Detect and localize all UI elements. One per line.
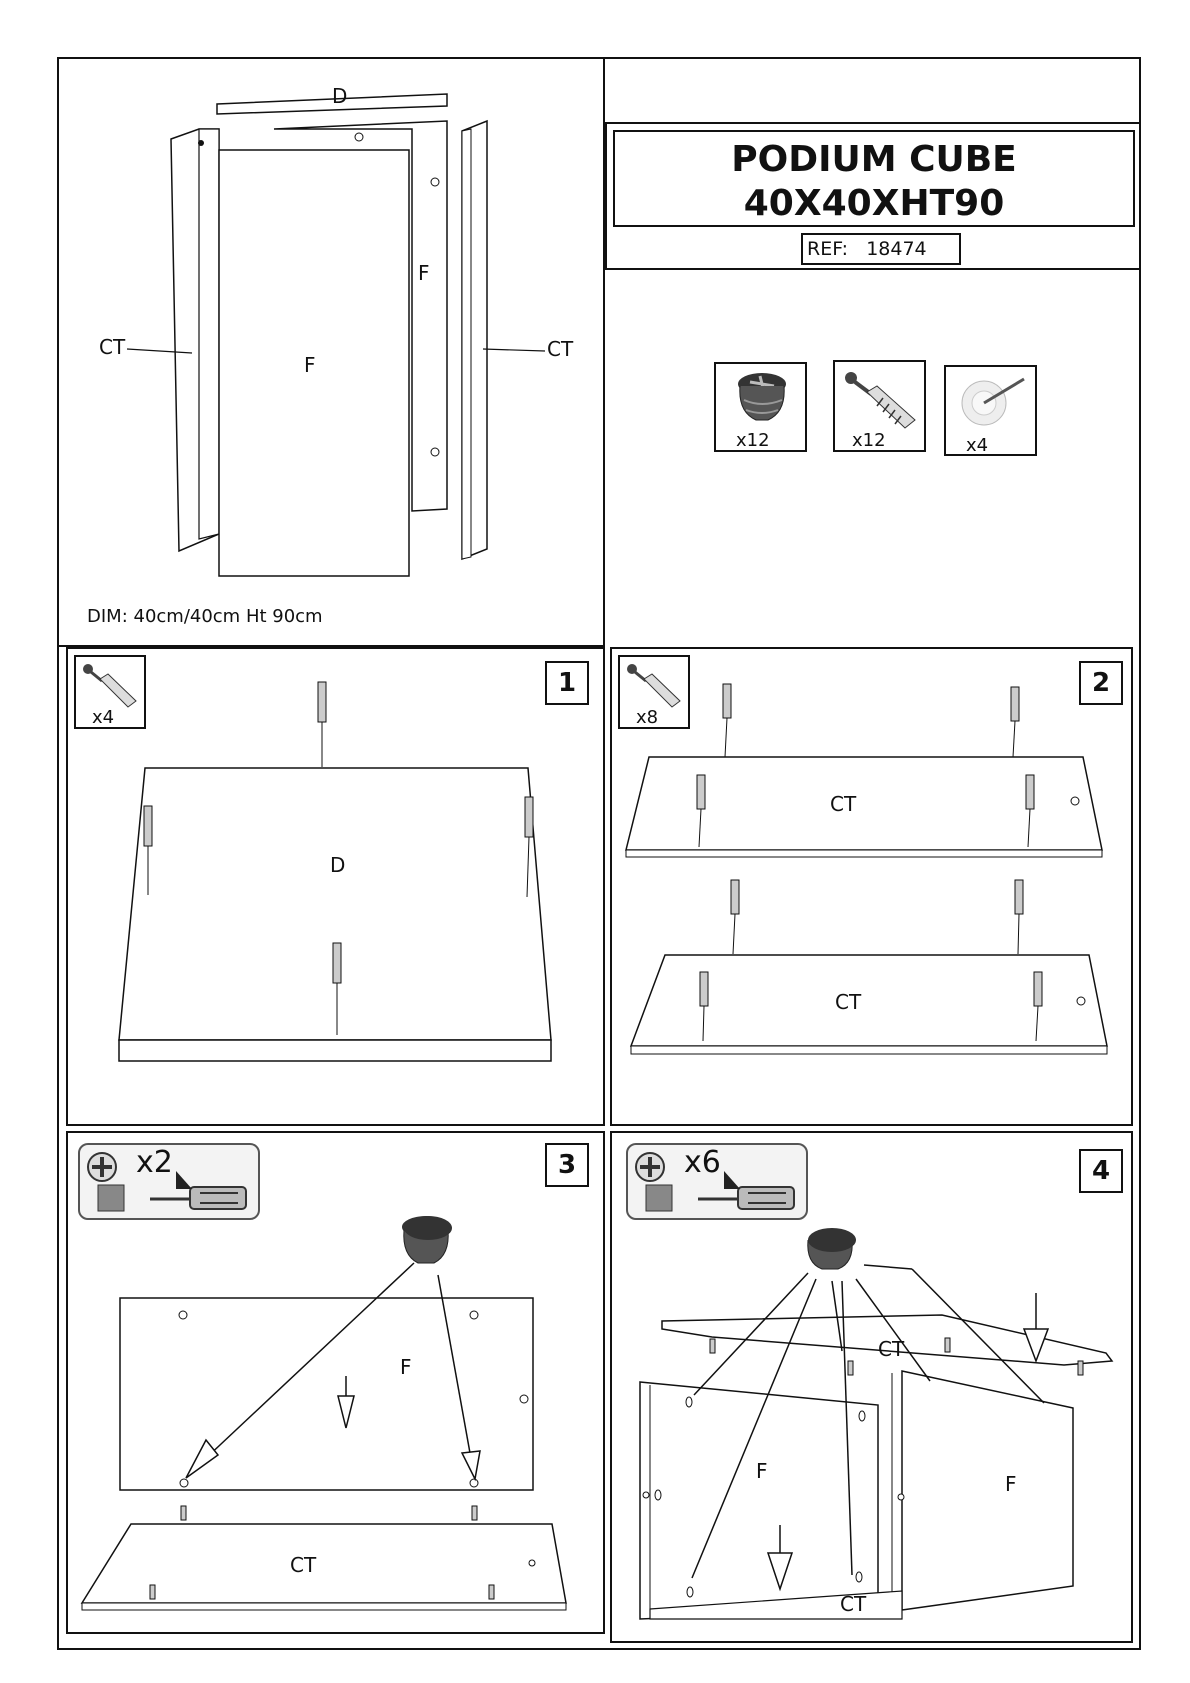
felt-pad-nail-icon: [961, 377, 1025, 426]
panel-label-f: F: [400, 1355, 412, 1379]
label-top-d: D: [332, 84, 348, 108]
title-line-1: PODIUM CUBE: [731, 139, 1017, 180]
step-2-drawing: [625, 683, 1108, 1055]
title-line-2: 40X40XHT90: [743, 183, 1005, 224]
step-3-number: 3: [545, 1143, 589, 1187]
cam-bolt-icon: [627, 664, 681, 708]
step-4-tool-badge: x6: [626, 1143, 808, 1220]
cam-lock-nut-icon: [808, 1228, 856, 1252]
overview-panel: D F F CT CT DIM: 40cm/40cm Ht 90cm: [57, 57, 605, 647]
part-qty: x4: [966, 435, 989, 456]
part-box-cam-bolt: x12: [833, 360, 926, 452]
cam-bolt-icon: [845, 372, 916, 429]
cam-lock-nut-icon: [404, 1216, 452, 1240]
step-1-qty: x4: [92, 707, 115, 728]
step-1-drawing: [118, 681, 552, 1062]
step-4-drawing: [639, 1239, 1114, 1620]
screwdriver-icon: [635, 1152, 795, 1212]
step-3-tool-qty: x2: [136, 1145, 173, 1180]
panel-label-f-right: F: [1005, 1472, 1017, 1496]
step-1-panel: x4 1 D: [66, 647, 605, 1126]
step-2-number: 2: [1079, 661, 1123, 705]
ref-box: REF: 18474: [801, 233, 961, 265]
step-1-number: 1: [545, 661, 589, 705]
step-2-qty: x8: [636, 707, 659, 728]
step-3-tool-badge: x2: [78, 1143, 260, 1220]
part-qty: x12: [736, 430, 770, 451]
label-left-ct: CT: [99, 335, 126, 359]
ref-value: 18474: [866, 238, 927, 260]
cam-bolt-icon: [83, 664, 137, 708]
part-qty: x12: [852, 430, 886, 451]
step-3-drawing: [80, 1216, 567, 1611]
panel-label-ct-bottom: CT: [840, 1592, 867, 1616]
part-box-felt-pad: x4: [944, 365, 1037, 456]
step-1-part-box: x4: [74, 655, 146, 729]
product-title: PODIUM CUBE 40X40XHT90: [613, 130, 1135, 227]
panel-label-ct-top: CT: [878, 1337, 905, 1361]
label-right-ct: CT: [547, 337, 574, 361]
dimensions-text: DIM: 40cm/40cm Ht 90cm: [87, 606, 323, 627]
panel-label-d: D: [330, 853, 346, 877]
step-3-panel: x2 3 F CT: [66, 1131, 605, 1634]
ref-label: REF:: [807, 238, 849, 260]
panel-label-ct-lower: CT: [835, 990, 862, 1014]
screwdriver-icon: [87, 1152, 247, 1212]
step-4-tool-qty: x6: [684, 1145, 721, 1180]
label-back-f: F: [418, 261, 430, 285]
panel-label-ct: CT: [290, 1553, 317, 1577]
step-2-part-box: x8: [618, 655, 690, 729]
cam-lock-nut-icon: [738, 373, 786, 421]
panel-label-ct-upper: CT: [830, 792, 857, 816]
step-4-number: 4: [1079, 1149, 1123, 1193]
step-4-panel: x6 4 CT F F CT: [610, 1131, 1133, 1643]
part-box-cam-nut: x12: [714, 362, 807, 452]
exploded-view-drawing: [126, 93, 546, 577]
title-block: [605, 122, 1141, 270]
label-front-f: F: [304, 353, 316, 377]
step-2-panel: x8 2 CT CT: [610, 647, 1133, 1126]
panel-label-f-left: F: [756, 1459, 768, 1483]
